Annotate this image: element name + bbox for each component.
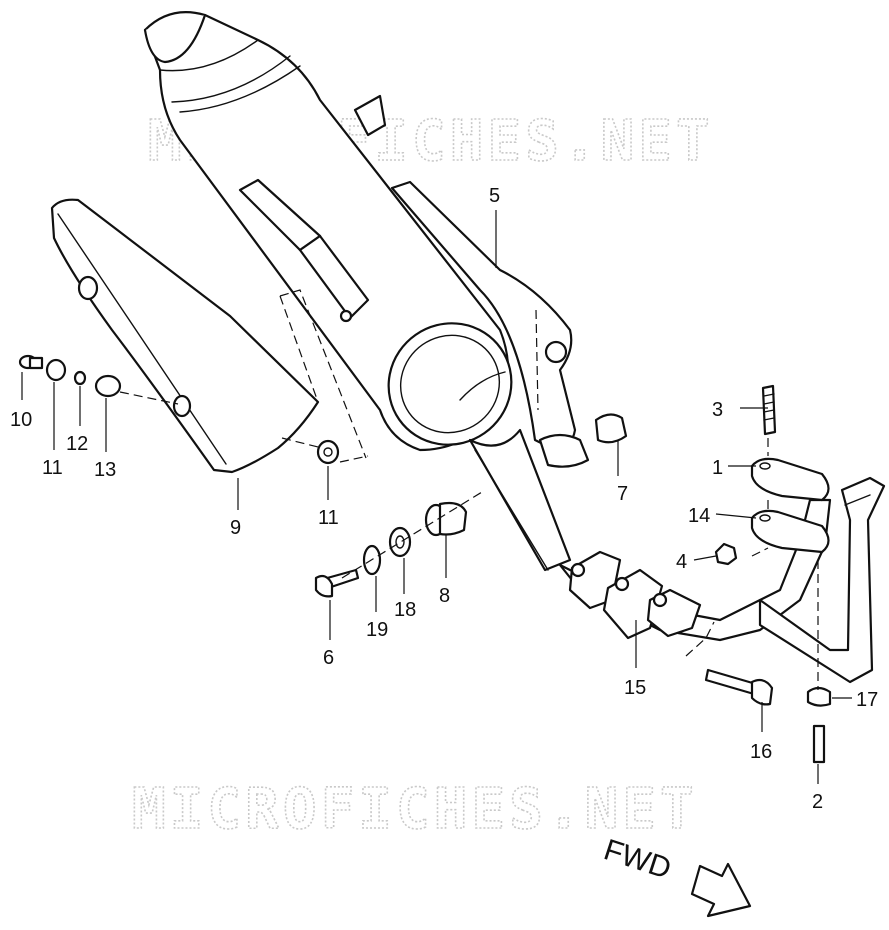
leader-lines — [21, 210, 852, 784]
callout-12: 12 — [66, 433, 88, 455]
pipe-flanges — [568, 457, 830, 640]
muffler — [143, 11, 572, 572]
callout-15: 15 — [624, 677, 646, 699]
callout-1: 1 — [712, 457, 723, 479]
callout-10: 10 — [10, 409, 32, 431]
heat-shield — [50, 198, 320, 474]
callout-17: 17 — [856, 689, 878, 711]
mounting-arm — [353, 94, 590, 468]
watermark-bottom: MICROFICHES.NET — [132, 777, 698, 842]
callout-11-left: 11 — [42, 457, 63, 479]
callout-3: 3 — [712, 399, 723, 421]
callout-4: 4 — [676, 551, 687, 573]
callout-11-center: 11 — [318, 507, 339, 529]
callout-5: 5 — [489, 185, 500, 207]
callout-9: 9 — [230, 517, 241, 539]
callout-8: 8 — [439, 585, 450, 607]
assembly-lines — [119, 289, 819, 690]
forward-arrow-icon — [690, 862, 752, 918]
forward-indicator: FWD — [600, 833, 752, 918]
callout-18: 18 — [394, 599, 416, 621]
callout-13: 13 — [94, 459, 116, 481]
hardware — [18, 354, 832, 764]
callout-6: 6 — [323, 647, 334, 669]
callout-19: 19 — [366, 619, 388, 641]
callout-14: 14 — [688, 505, 710, 527]
muffler-strap — [238, 178, 370, 323]
callout-16: 16 — [750, 741, 772, 763]
callout-numbers: 1 2 3 4 5 6 7 8 9 10 11 11 12 13 14 15 1… — [10, 185, 878, 813]
callout-7: 7 — [617, 483, 628, 505]
callout-2: 2 — [812, 791, 823, 813]
